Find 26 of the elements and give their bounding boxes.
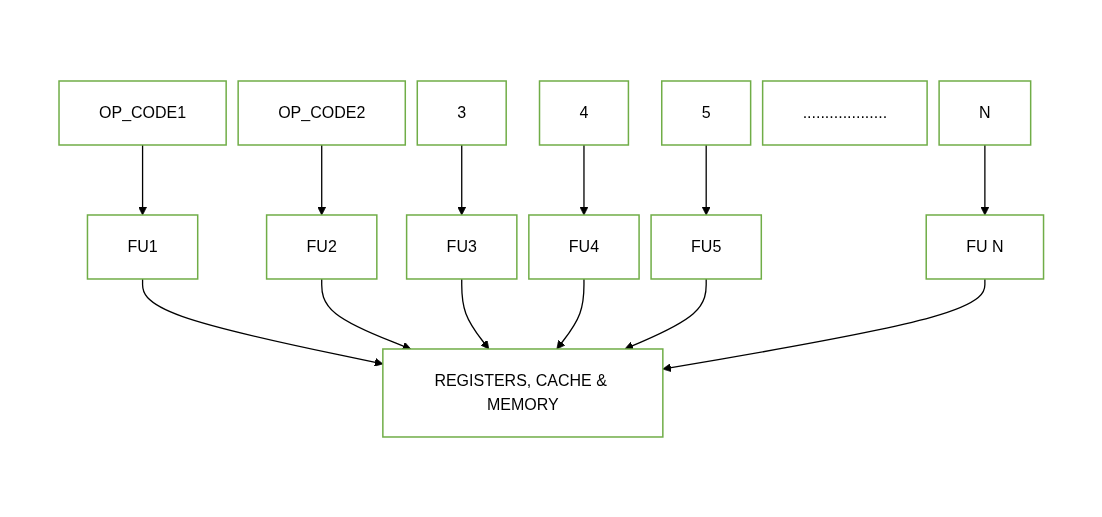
node-box: FU1 bbox=[86, 213, 199, 280]
arrow bbox=[980, 143, 989, 215]
arrow bbox=[457, 143, 466, 215]
arrow bbox=[624, 277, 707, 350]
node-box: OP_CODE2 bbox=[237, 79, 406, 146]
node-box: FU3 bbox=[405, 213, 518, 280]
arrow bbox=[460, 277, 489, 349]
node-box: 5 bbox=[660, 79, 752, 146]
node-box: ................... bbox=[761, 79, 928, 146]
node-box: 4 bbox=[538, 79, 629, 146]
arrow bbox=[317, 143, 326, 215]
arrow bbox=[320, 277, 411, 350]
arrow bbox=[701, 143, 711, 215]
arrow bbox=[141, 277, 383, 367]
arrow bbox=[556, 277, 585, 349]
node-box: N bbox=[938, 79, 1032, 146]
node-box: OP_CODE1 bbox=[58, 79, 227, 146]
arrow bbox=[579, 143, 589, 215]
node-box: FU5 bbox=[650, 213, 762, 280]
node-box: FU4 bbox=[527, 213, 640, 280]
arrow bbox=[137, 143, 147, 215]
node-box: REGISTERS, CACHE & MEMORY bbox=[381, 347, 664, 438]
node-box: 3 bbox=[416, 79, 507, 146]
node-box: FU N bbox=[925, 213, 1044, 280]
node-box: FU2 bbox=[265, 213, 378, 280]
arrow bbox=[662, 277, 986, 372]
